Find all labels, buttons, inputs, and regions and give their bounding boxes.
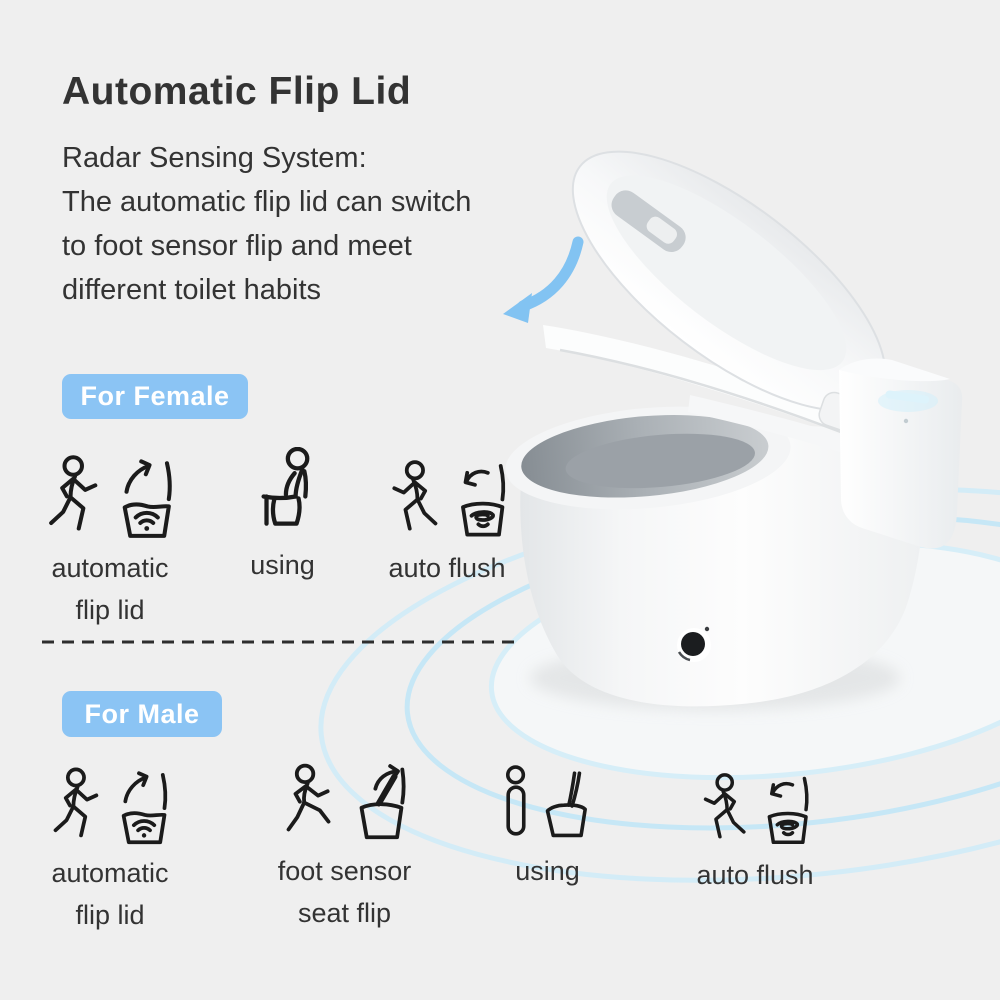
step-male-foot-sensor-seat-flip: foot sensor seat flip <box>267 762 422 934</box>
for-male-badge: For Male <box>62 691 222 737</box>
subtitle-line: different toilet habits <box>62 274 322 306</box>
indicator-light <box>885 390 930 404</box>
walk-in-flip-lid-icon <box>47 764 173 852</box>
foot-sensor-seat-flip-icon <box>279 762 411 850</box>
page-title: Automatic Flip Lid <box>62 70 412 113</box>
sitting-using-icon <box>241 447 325 544</box>
step-male-using: using <box>495 762 600 892</box>
standing-using-icon <box>500 762 595 850</box>
subtitle-line: to foot sensor flip and meet <box>62 230 412 262</box>
section-divider <box>42 640 516 644</box>
step-label: seat flip <box>297 898 392 928</box>
step-label: using <box>515 856 580 886</box>
step-male-auto-flush: auto flush <box>685 766 825 896</box>
step-female-using: using <box>235 447 330 586</box>
step-label: auto flush <box>696 860 814 890</box>
step-female-automatic-flip-lid: automatic flip lid <box>33 450 187 631</box>
flip-direction-arrow-icon <box>503 236 584 323</box>
walk-away-flush-icon <box>696 766 814 854</box>
step-male-automatic-flip-lid: automatic flip lid <box>33 764 187 936</box>
step-label: automatic <box>51 858 169 888</box>
smart-toilet-render <box>505 150 963 707</box>
walk-in-flip-lid-icon <box>42 450 178 547</box>
for-female-badge: For Female <box>62 374 248 419</box>
subtitle-line: The automatic flip lid can switch <box>62 186 472 218</box>
step-label: foot sensor <box>277 856 412 886</box>
subtitle-line: Radar Sensing System: <box>62 142 367 174</box>
walk-away-flush-icon <box>384 450 511 547</box>
step-label: flip lid <box>75 595 145 625</box>
toilet-tank <box>839 358 963 549</box>
raised-seat <box>543 325 856 452</box>
lid-underside-slot <box>611 190 686 253</box>
step-label: auto flush <box>388 553 506 583</box>
step-label: automatic <box>51 553 169 583</box>
radar-sensor-dot <box>677 626 711 662</box>
step-label: using <box>250 550 315 580</box>
step-label: flip lid <box>75 900 145 930</box>
page-subtitle: Radar Sensing System: The automatic flip… <box>62 136 471 312</box>
step-female-auto-flush: auto flush <box>377 450 517 589</box>
